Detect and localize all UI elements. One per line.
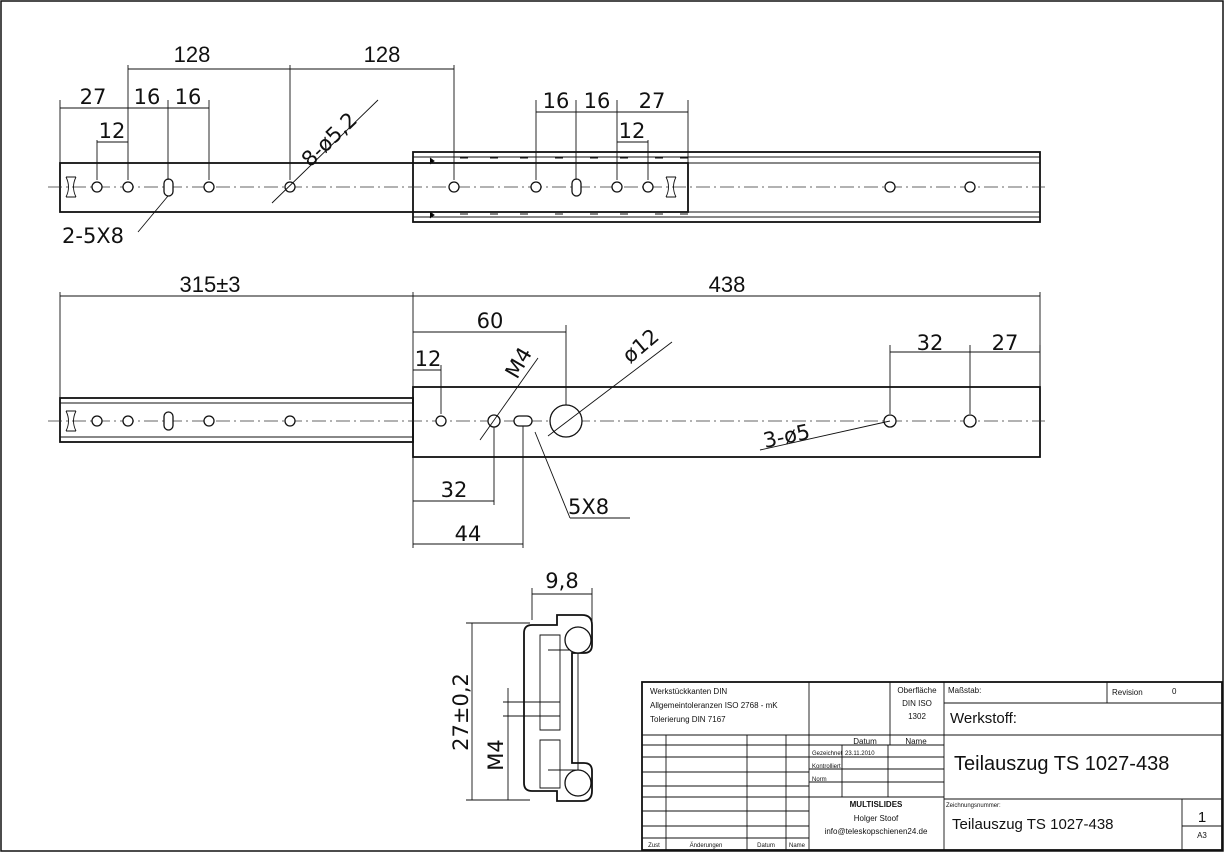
scale-label: Maßstab: xyxy=(948,686,981,695)
top-dimension-lines xyxy=(59,65,689,233)
material-label: Werkstoff: xyxy=(950,710,1017,727)
dim-slot-2-5x8: 2-5X8 xyxy=(62,224,124,248)
dim-16-b: 16 xyxy=(175,85,202,109)
row-checked: Kontrolliert xyxy=(812,764,841,770)
author-name: Holger Stoof xyxy=(854,814,899,823)
sheet-number: 1 xyxy=(1198,809,1206,826)
datum-header: Datum xyxy=(853,737,877,746)
note-edges: Werkstückkanten DIN xyxy=(650,687,727,696)
rev-col-name: Name xyxy=(789,843,806,849)
drawing-no: Teilauszug TS 1027-438 xyxy=(952,816,1114,833)
dim-32-left: 32 xyxy=(441,478,468,502)
section-view: 9,8 27±0,2 M4 xyxy=(449,569,593,802)
hole xyxy=(530,181,542,193)
top-view: 128 128 27 16 16 12 16 16 27 12 8-ø5,2 2… xyxy=(48,42,1045,248)
hole xyxy=(448,181,460,193)
dim-44: 44 xyxy=(455,522,482,546)
section-dimension-lines xyxy=(466,588,593,801)
note-tolerancing: Tolerierung DIN 7167 xyxy=(650,715,726,724)
hole xyxy=(642,181,654,193)
contact-email: info@teleskopschienen24.de xyxy=(825,827,928,836)
hole xyxy=(122,181,134,193)
dim-12: 12 xyxy=(415,347,442,371)
ball-bottom xyxy=(564,769,592,797)
hole xyxy=(203,181,215,193)
slot-hole xyxy=(163,178,174,197)
inner-rail-outline xyxy=(59,162,689,213)
dim-12-left: 12 xyxy=(99,119,126,143)
dim-27-left: 27 xyxy=(80,85,107,109)
hole xyxy=(91,181,103,193)
company-name: MULTISLIDES xyxy=(850,800,903,809)
dim-slot-5x8: 5X8 xyxy=(568,495,609,519)
slot-hole xyxy=(571,178,582,197)
rev-col-state: Zust xyxy=(648,843,660,849)
dim-16-a: 16 xyxy=(134,85,161,109)
dim-9-8: 9,8 xyxy=(545,569,578,593)
dim-128-right: 128 xyxy=(364,42,401,67)
dim-128-left: 128 xyxy=(174,42,211,67)
hole xyxy=(884,181,896,193)
row-norm: Norm xyxy=(812,777,827,783)
dim-27: 27 xyxy=(992,331,1019,355)
slot-hole xyxy=(513,415,533,427)
hole xyxy=(611,181,623,193)
hole xyxy=(284,415,296,427)
side-dimension-lines xyxy=(59,292,1041,548)
hole xyxy=(91,415,103,427)
drawn-date: 23.11.2010 xyxy=(845,751,875,757)
drawing-no-label: Zeichnungsnummer: xyxy=(946,803,1001,809)
surface-num: 1302 xyxy=(908,712,926,721)
note-tolerances: Allgemeintoleranzen ISO 2768 - mK xyxy=(650,701,778,710)
row-drawn: Gezeichnet xyxy=(812,751,843,757)
revision-label: Revision xyxy=(1112,688,1143,697)
stop-right xyxy=(665,176,677,198)
sheet-format: A3 xyxy=(1197,831,1207,840)
hole xyxy=(963,414,977,428)
dim-16-d: 16 xyxy=(584,89,611,113)
name-header: Name xyxy=(905,737,927,746)
m4-thread-hole xyxy=(487,414,501,428)
dim-27-right: 27 xyxy=(639,89,666,113)
rev-col-date: Datum xyxy=(757,843,775,849)
drawing-title: Teilauszug TS 1027-438 xyxy=(954,753,1169,775)
dim-27-height: 27±0,2 xyxy=(449,673,473,751)
title-block: Werkstückkanten DIN Allgemeintoleranzen … xyxy=(641,681,1223,851)
stop-left xyxy=(65,176,77,198)
dim-16-c: 16 xyxy=(543,89,570,113)
rev-col-changes: Änderungen xyxy=(690,842,723,849)
revision-value: 0 xyxy=(1172,687,1177,696)
hole xyxy=(203,415,215,427)
dim-438: 438 xyxy=(709,272,746,297)
surface-label: Oberfläche xyxy=(897,686,937,695)
hole xyxy=(284,181,296,193)
ball-top xyxy=(564,626,592,654)
dim-m4-section: M4 xyxy=(484,739,508,770)
dim-12-right: 12 xyxy=(619,119,646,143)
hole-12 xyxy=(549,404,583,438)
hole xyxy=(964,181,976,193)
dim-32-right: 32 xyxy=(917,331,944,355)
surface-std: DIN ISO xyxy=(902,699,932,708)
hole xyxy=(435,415,447,427)
side-view: 315±3 438 60 12 M4 ø12 32 27 3-ø5 32 5X8… xyxy=(48,272,1045,548)
dim-60: 60 xyxy=(477,309,504,333)
hole xyxy=(122,415,134,427)
dim-315: 315±3 xyxy=(179,272,240,297)
ball-cage-marks xyxy=(429,157,688,219)
slot-hole xyxy=(163,411,174,431)
